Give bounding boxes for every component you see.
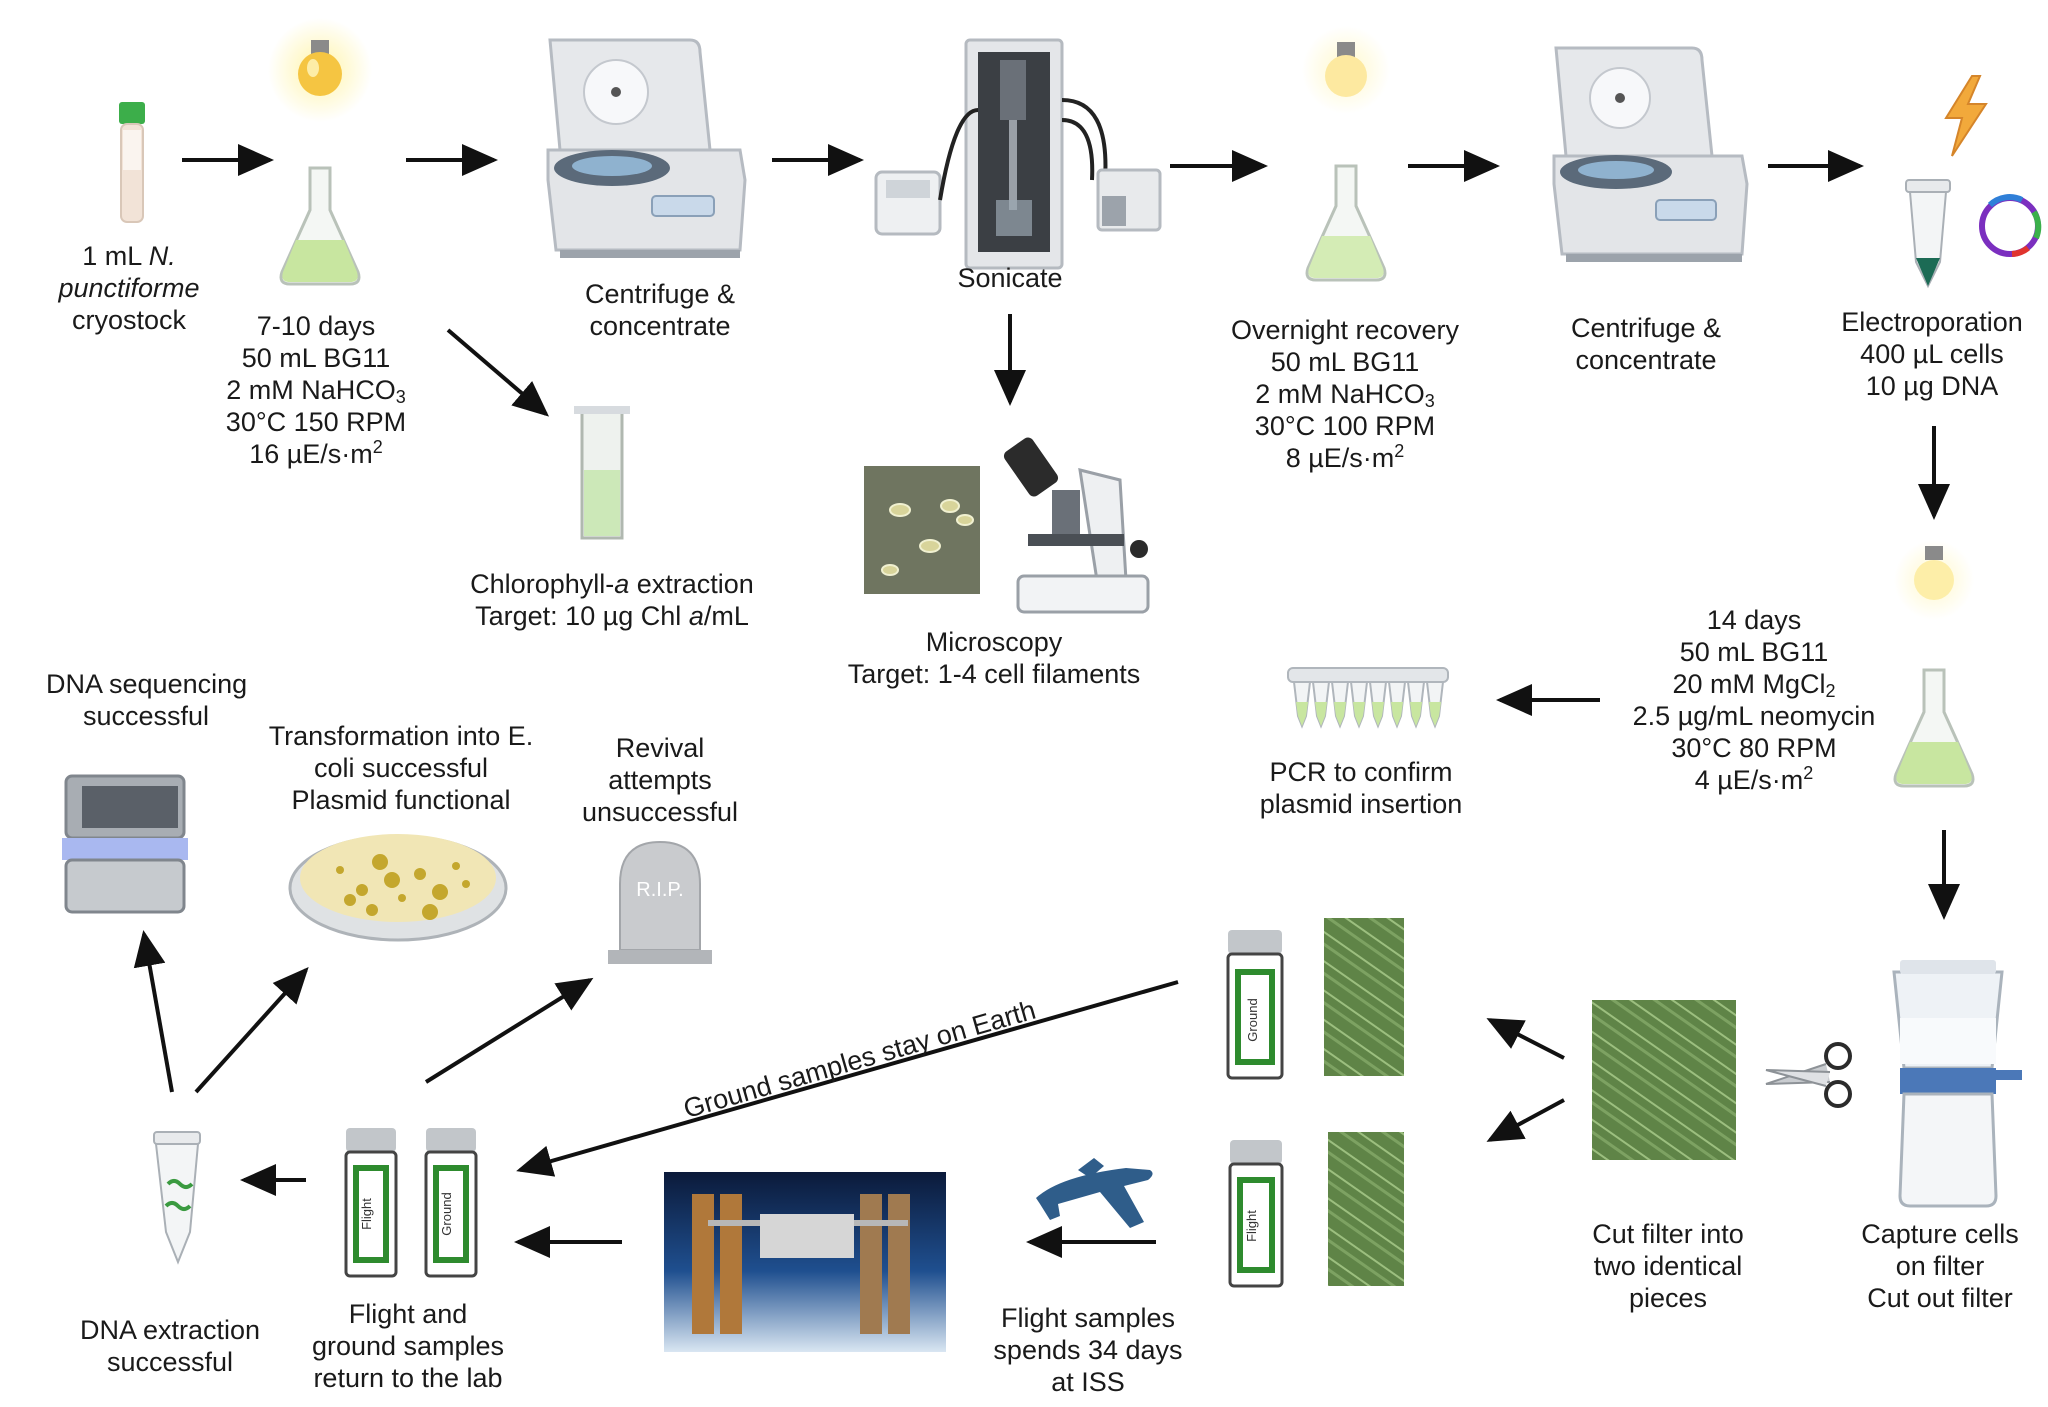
- plasmid-icon: [1979, 194, 2042, 257]
- label-microscopy: Microscopy Target: 1-4 cell filaments: [847, 627, 1141, 689]
- sample-vial-icon: Flight: [344, 1128, 398, 1278]
- label-electroporation: Electroporation 400 µL cells 10 µg DNA: [1841, 307, 2023, 401]
- label-flight-iss: Flight samples spends 34 days at ISS: [993, 1303, 1183, 1397]
- label-sequencing: DNA sequencing successful: [46, 669, 248, 731]
- airplane-icon: [1036, 1158, 1153, 1228]
- ground-arrow-label: Ground samples stay on Earth: [680, 995, 1039, 1124]
- arrow-growth-to-chlorophyll: [446, 328, 550, 417]
- dna-tube-icon: [153, 1131, 201, 1265]
- centrifuge-icon: [546, 38, 747, 258]
- label-sonicate: Sonicate: [957, 263, 1063, 293]
- solar-panel: [720, 1194, 742, 1334]
- flask-icon: [279, 166, 361, 286]
- filter-piece-icon: [1324, 918, 1404, 1076]
- scissors-icon: [1765, 1042, 1852, 1108]
- colony: [384, 872, 400, 888]
- centrifuge-icon: [1552, 46, 1749, 262]
- colony: [422, 904, 438, 920]
- colony: [372, 854, 388, 870]
- label-selection: 14 days 50 mL BG11 20 mM MgCl2 2.5 µg/mL…: [1632, 605, 1876, 795]
- colony: [336, 866, 344, 874]
- lightbulb-icon: [268, 18, 372, 122]
- filter-piece-icon: [1328, 1132, 1404, 1286]
- colony: [414, 868, 426, 880]
- vial-label-ground: Ground: [1245, 998, 1260, 1041]
- vial-label-ground: Ground: [439, 1192, 454, 1235]
- flow-arrows: [133, 144, 1960, 1258]
- filter-piece-icon: [1592, 1000, 1736, 1160]
- colony: [356, 884, 368, 896]
- arrow-dna-to-transformation: [194, 967, 309, 1094]
- label-revival: Revival attempts unsuccessful: [581, 733, 739, 827]
- filter-unit-icon: [1892, 960, 2022, 1208]
- tombstone-icon: R.I.P.: [608, 840, 712, 964]
- label-cut: Cut filter into two identical pieces: [1592, 1219, 1744, 1313]
- arrow-cut-to-ground: [1486, 1018, 1565, 1060]
- micrograph-icon: [864, 466, 980, 594]
- colony: [366, 904, 378, 916]
- solar-panel: [692, 1194, 714, 1334]
- vial-label-flight: Flight: [359, 1198, 374, 1230]
- label-return: Flight and ground samples return to the …: [311, 1299, 505, 1393]
- colony: [452, 862, 460, 870]
- iss-photo-icon: [664, 1172, 946, 1352]
- arrow-lab-to-revival: [424, 977, 594, 1084]
- label-chlorophyll: Chlorophyll-a extraction Target: 10 µg C…: [470, 569, 754, 631]
- cryovial-icon: [119, 102, 145, 223]
- flask-icon: [1305, 164, 1387, 282]
- colony: [432, 884, 448, 900]
- label-cryostock: 1 mL N. punctiforme cryostock: [58, 241, 200, 335]
- solar-panel: [860, 1194, 882, 1334]
- microtube-icon: [1905, 179, 1951, 289]
- label-dna-extraction: DNA extraction successful: [79, 1315, 261, 1377]
- microscope-icon: [1003, 437, 1150, 614]
- vial-label-flight: Flight: [1244, 1210, 1259, 1242]
- colony: [344, 894, 356, 906]
- label-centrifuge-2: Centrifuge & concentrate: [1570, 313, 1722, 375]
- lightbulb-icon: [1894, 540, 1974, 620]
- cuvette-icon: [574, 406, 630, 540]
- label-capture: Capture cells on filter Cut out filter: [1861, 1219, 2019, 1313]
- pcr-strip-icon: [1287, 667, 1449, 729]
- arrow-cut-to-flight: [1486, 1098, 1565, 1142]
- colony: [398, 894, 406, 902]
- arrow-dna-to-sequencing: [133, 930, 174, 1093]
- label-recovery: Overnight recovery 50 mL BG11 2 mM NaHCO…: [1230, 315, 1460, 473]
- lightbulb-icon: [1302, 26, 1390, 114]
- colony: [462, 880, 470, 888]
- sequencer-icon: [62, 774, 188, 914]
- sample-vial-icon: Ground: [1226, 930, 1284, 1080]
- label-growth: 7-10 days 50 mL BG11 2 mM NaHCO3 30°C 15…: [225, 311, 407, 469]
- label-pcr: PCR to confirm plasmid insertion: [1259, 757, 1463, 819]
- sample-vial-icon: Ground: [424, 1128, 478, 1278]
- sample-vial-icon: Flight: [1228, 1140, 1284, 1288]
- arrow-ground-stays-on-earth: [516, 980, 1179, 1177]
- sonicator-icon: [874, 38, 1162, 270]
- lightning-icon: [1944, 75, 1988, 157]
- petri-dish-icon: [288, 834, 508, 942]
- solar-panel: [888, 1194, 910, 1334]
- flask-icon: [1893, 668, 1975, 788]
- label-transformation: Transformation into E. coli successful P…: [268, 721, 534, 815]
- tombstone-label: R.I.P.: [636, 879, 683, 901]
- label-centrifuge-1: Centrifuge & concentrate: [584, 279, 736, 341]
